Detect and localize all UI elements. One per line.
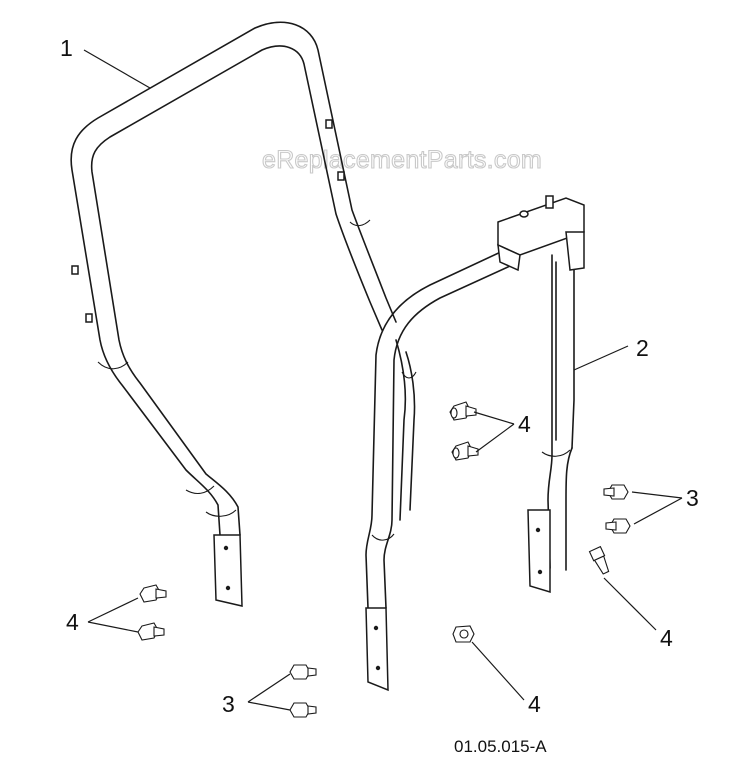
bolt-icon bbox=[137, 622, 165, 641]
callout-frame-1: 1 bbox=[60, 35, 73, 61]
bolt-icon bbox=[451, 441, 479, 461]
pin-icon bbox=[588, 545, 610, 575]
frame-1 bbox=[70, 21, 397, 607]
drawing-number: 01.05.015-A bbox=[454, 737, 547, 756]
callout-bolt-right-lower: 4 bbox=[660, 625, 673, 651]
callout-bolt-bottom-center: 4 bbox=[528, 691, 541, 717]
bolt-icon bbox=[289, 702, 317, 718]
frame-2 bbox=[365, 195, 585, 692]
callout-bolts-right-upper: 3 bbox=[686, 485, 699, 511]
callout-frame-2: 2 bbox=[636, 335, 649, 361]
bolt-icon bbox=[605, 518, 631, 534]
nut-icon bbox=[452, 625, 475, 643]
leader-lines bbox=[83, 49, 683, 711]
bolt-icon bbox=[289, 664, 317, 680]
bolt-icon bbox=[603, 484, 629, 500]
bolt-icon bbox=[449, 401, 477, 421]
callout-bolts-center: 4 bbox=[518, 411, 531, 437]
callout-bolts-left: 4 bbox=[66, 609, 79, 635]
watermark-text: eReplacementParts.com bbox=[262, 146, 542, 174]
callout-bolts-bottom: 3 bbox=[222, 691, 235, 717]
bolt-icon bbox=[139, 584, 167, 603]
